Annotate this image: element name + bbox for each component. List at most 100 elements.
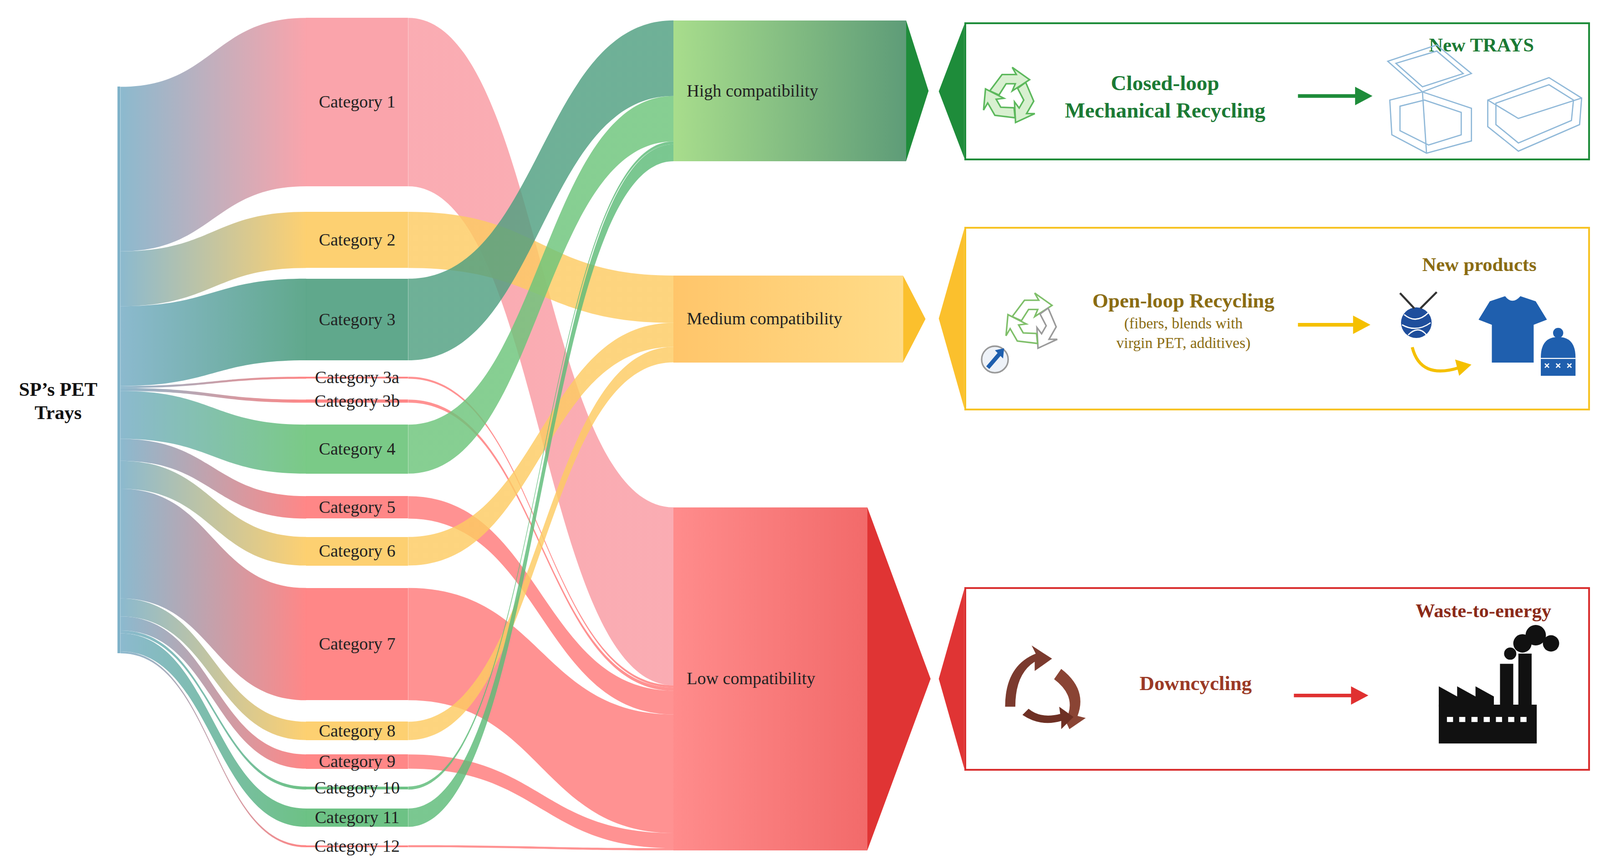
sankey-flow <box>120 376 306 388</box>
route-title: Open-loop Recycling <box>1050 288 1317 314</box>
tray-drawing <box>1422 91 1427 154</box>
recycle-icon-outline <box>997 292 1069 355</box>
flow-arrow-green <box>1298 94 1358 98</box>
source-strip <box>117 86 121 653</box>
category-band: Category 3a <box>305 366 408 389</box>
downcycle-icon <box>1022 706 1074 729</box>
factory-icon <box>1438 704 1537 744</box>
recycle-icon-green <box>974 67 1046 130</box>
route-arrow <box>906 20 965 162</box>
output-label: New TRAYS <box>1379 33 1584 57</box>
yarn-ball-icon <box>1412 346 1460 371</box>
route-title: Downcycling <box>1093 671 1298 696</box>
yarn-ball-icon <box>1401 307 1432 338</box>
tray-drawing <box>1495 84 1574 143</box>
source-band: SP’s PET Trays <box>5 86 121 653</box>
recycle-icon-green <box>974 81 1019 130</box>
flow-arrow-yellow <box>1298 315 1371 334</box>
recycling-route-box: Closed-loop Mechanical RecyclingNew TRAY… <box>964 22 1590 161</box>
route-arrow <box>867 507 965 851</box>
category-band: Category 3 <box>305 278 408 361</box>
category-band: Category 9 <box>305 749 408 773</box>
sankey-flow <box>120 598 306 740</box>
flow-arrow-green <box>1355 86 1373 106</box>
tray-drawing <box>1396 50 1464 87</box>
beanie-icon <box>1540 336 1576 376</box>
category-label: Category 10 <box>305 777 408 799</box>
yarn-ball-icon <box>1455 359 1472 376</box>
compatibility-band: Medium compatibility <box>673 275 903 362</box>
source-label: SP’s PET Trays <box>12 377 105 424</box>
flow-arrow-green <box>1298 86 1373 106</box>
sankey-flow <box>120 651 306 847</box>
compatibility-band: High compatibility <box>673 20 907 162</box>
additive-badge <box>994 348 1004 359</box>
factory-icon <box>1438 686 1494 707</box>
category-label: Category 1 <box>305 91 408 113</box>
tray-drawing <box>1400 100 1462 146</box>
flow-arrow-yellow <box>1353 315 1371 334</box>
beanie-icon <box>1544 363 1572 368</box>
tray-drawing <box>1389 91 1472 154</box>
output-label: New products <box>1377 252 1582 276</box>
category-label: Category 3 <box>305 309 408 331</box>
category-band: Category 12 <box>305 834 408 857</box>
compatibility-band: Low compatibility <box>673 507 868 851</box>
category-label: Category 2 <box>305 229 408 251</box>
downcycle-icon <box>1004 645 1052 707</box>
output-label: Waste-to-energy <box>1371 598 1596 622</box>
category-band: Category 5 <box>305 495 408 519</box>
category-label: Category 3b <box>305 390 408 412</box>
sankey-flow <box>407 144 674 827</box>
yarn-ball-icon <box>1420 291 1437 309</box>
recycle-icon-green <box>989 67 1030 96</box>
factory-icon <box>1508 716 1514 722</box>
factory-icon <box>1513 633 1532 653</box>
factory-icon <box>1518 653 1532 707</box>
route-note: (fibers, blends with virgin PET, additiv… <box>1109 313 1258 353</box>
factory-icon <box>1495 716 1502 722</box>
category-band: Category 7 <box>305 587 408 701</box>
recycle-icon-outline <box>1012 292 1052 321</box>
additive-badge <box>981 346 1009 373</box>
beanie-icon <box>1553 327 1564 338</box>
category-label: Category 4 <box>305 438 408 460</box>
category-label: Category 6 <box>305 540 408 562</box>
category-label: Category 5 <box>305 496 408 518</box>
route-arrow <box>902 228 964 408</box>
beanie-icon <box>1540 357 1576 359</box>
sankey-flow <box>407 346 674 740</box>
tray-drawing <box>1387 45 1472 92</box>
factory-icon <box>1503 647 1517 660</box>
category-band: Category 4 <box>305 424 408 474</box>
sankey-flow <box>407 322 674 566</box>
compatibility-label: Medium compatibility <box>686 308 891 330</box>
factory-icon <box>1438 624 1560 744</box>
additive-badge <box>987 353 1000 368</box>
category-band: Category 10 <box>305 776 408 799</box>
category-label: Category 11 <box>305 806 408 828</box>
factory-icon <box>1520 716 1527 722</box>
downcycle-icon <box>1004 645 1086 729</box>
factory-icon <box>1471 716 1478 722</box>
category-band: Category 1 <box>305 17 408 187</box>
recycle-icon-outline <box>1024 305 1069 355</box>
tray-drawing <box>1487 97 1582 119</box>
tray-drawing <box>1387 45 1582 154</box>
flow-arrow-red <box>1294 693 1354 698</box>
sankey-flow <box>120 632 306 827</box>
sankey-flow <box>407 20 674 361</box>
flow-arrow-red <box>1294 686 1369 705</box>
compatibility-label: Low compatibility <box>686 667 891 689</box>
factory-icon <box>1483 716 1490 722</box>
additive-badge <box>981 346 1009 373</box>
factory-icon <box>1447 716 1453 722</box>
category-band: Category 3b <box>305 389 408 413</box>
factory-icon <box>1459 716 1466 722</box>
beanie-icon <box>1540 327 1576 376</box>
category-band: Category 6 <box>305 536 408 566</box>
factory-icon <box>1543 635 1560 652</box>
category-label: Category 12 <box>305 835 408 857</box>
sankey-flow <box>120 278 306 387</box>
